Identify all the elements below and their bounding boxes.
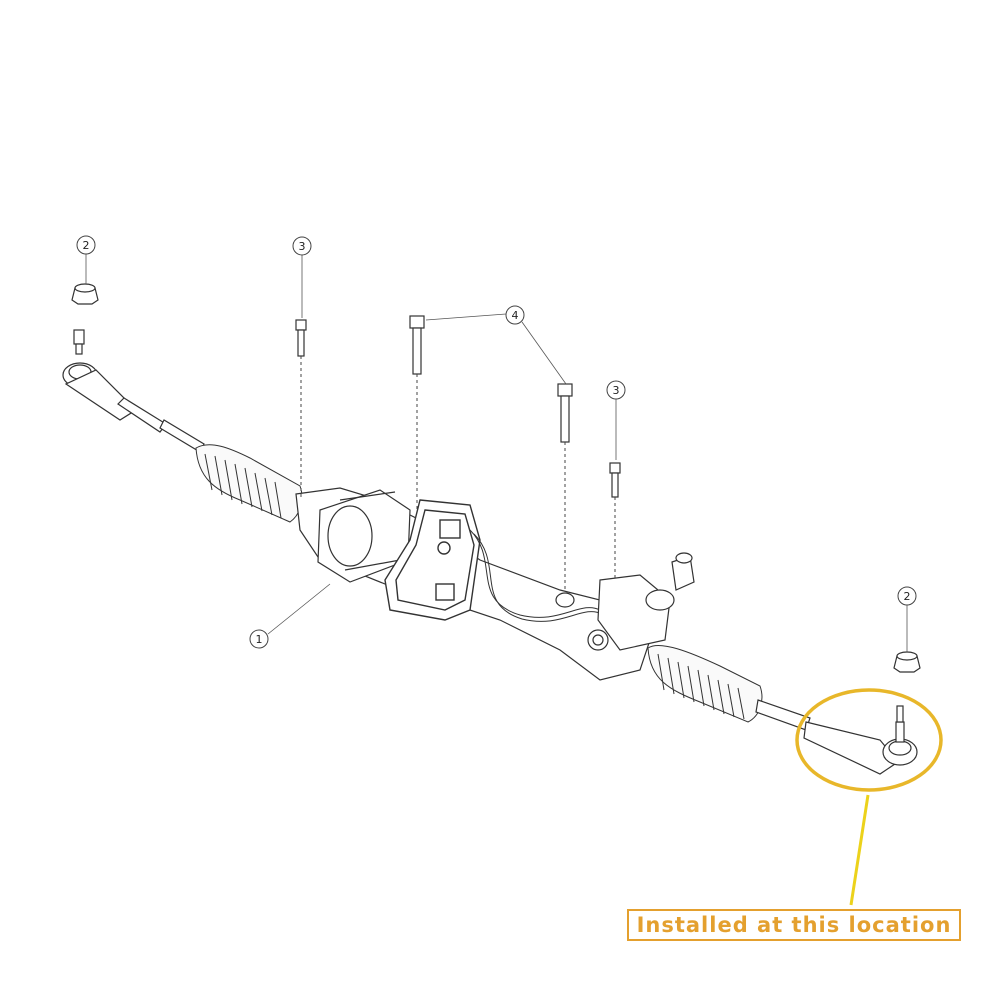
callout-3-right: 3	[606, 380, 626, 400]
callout-2-right: 2	[897, 586, 917, 606]
left-bellows-boot	[195, 444, 303, 523]
pinion-housing	[555, 552, 695, 651]
callout-3-left: 3	[292, 236, 312, 256]
svg-text:2: 2	[83, 239, 90, 252]
callout-1: 1	[249, 629, 269, 649]
callout-4: 4	[505, 305, 525, 325]
svg-text:3: 3	[613, 384, 620, 397]
svg-text:2: 2	[904, 590, 911, 603]
callout-leaders	[85, 253, 908, 652]
left-tie-rod-end	[62, 329, 167, 433]
control-module	[384, 499, 481, 621]
svg-text:1: 1	[256, 633, 263, 646]
electric-motor	[317, 489, 411, 583]
left-tie-rod	[159, 419, 205, 453]
right-tie-rod-end	[803, 705, 918, 775]
svg-text:4: 4	[512, 309, 519, 322]
callout-2-left: 2	[76, 235, 96, 255]
bolt-4-left	[409, 315, 425, 375]
svg-text:3: 3	[299, 240, 306, 253]
pointer-line	[849, 794, 870, 906]
nut-right	[893, 651, 921, 673]
installation-location-label: Installed at this location	[627, 909, 961, 941]
bolt-3-left	[295, 319, 307, 357]
bolt-3-right	[609, 462, 621, 498]
wiring-harness	[469, 529, 603, 622]
right-tie-rod	[755, 699, 811, 731]
right-bellows-boot	[647, 644, 763, 723]
highlight-ellipse	[795, 688, 943, 792]
bolt-4-right	[557, 383, 573, 443]
nut-left	[71, 283, 99, 305]
installation-guide-lines	[300, 356, 616, 590]
